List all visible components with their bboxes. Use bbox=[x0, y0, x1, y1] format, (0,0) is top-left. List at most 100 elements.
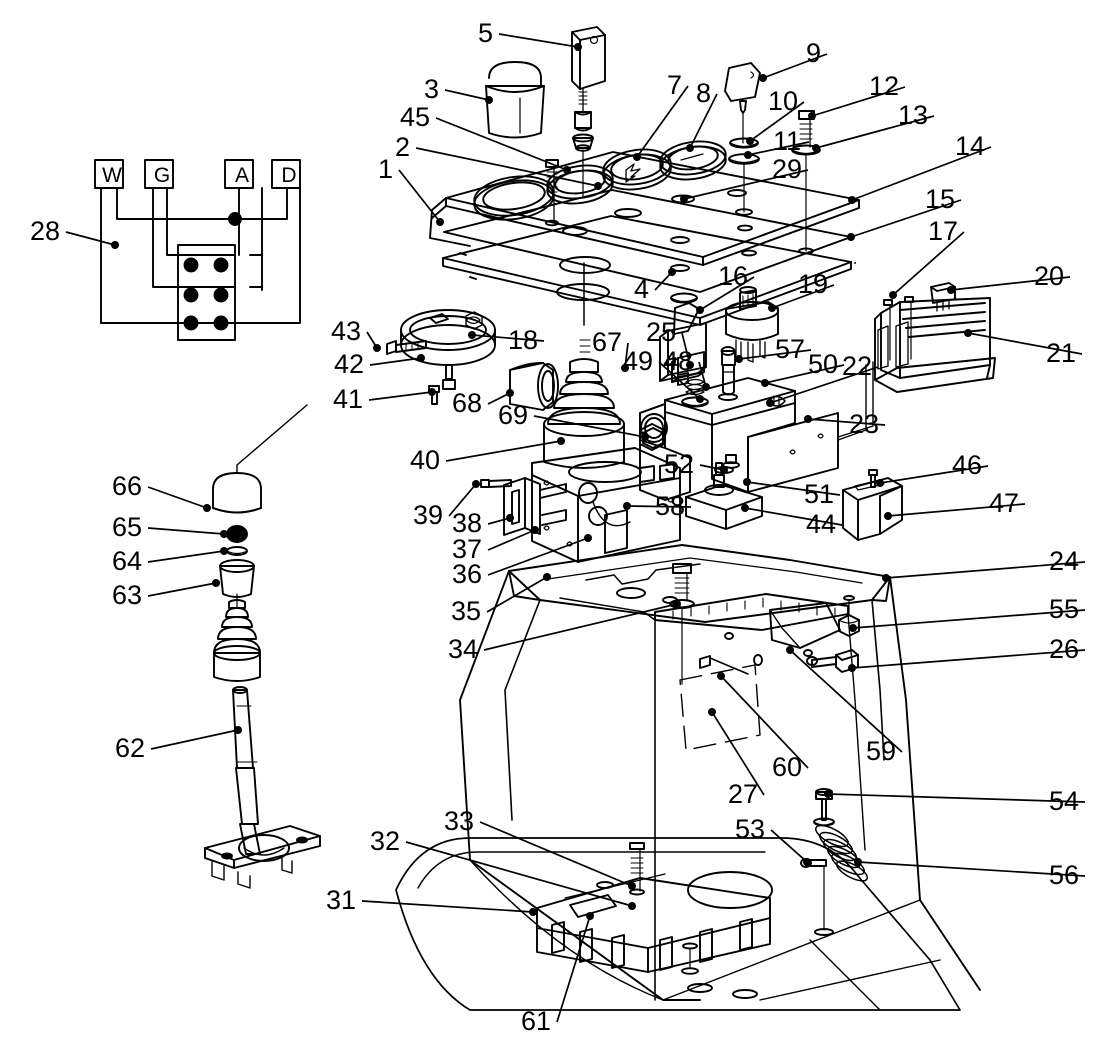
leader-dot-1 bbox=[436, 218, 444, 226]
leader-line-52 bbox=[699, 464, 725, 471]
side-bracket-38 bbox=[480, 477, 567, 536]
leader-dot-36 bbox=[584, 534, 592, 542]
callout-number-16: 16 bbox=[718, 261, 748, 291]
leader-line-57 bbox=[738, 349, 812, 360]
callout-number-54: 54 bbox=[1049, 786, 1079, 816]
callout-number-3: 3 bbox=[424, 74, 439, 104]
callout-number-4: 4 bbox=[634, 274, 649, 304]
callout-number-52: 52 bbox=[664, 449, 694, 479]
leader-dot-3 bbox=[485, 96, 493, 104]
leader-line-24 bbox=[885, 561, 1086, 579]
leader-dot-20 bbox=[947, 286, 955, 294]
callout-number-47: 47 bbox=[989, 488, 1019, 518]
leader-line-35 bbox=[486, 576, 548, 613]
leader-line-28 bbox=[65, 231, 116, 246]
leader-line-11 bbox=[747, 141, 810, 156]
leader-line-56 bbox=[857, 861, 1086, 877]
washer-10 bbox=[729, 137, 759, 149]
callout-number-58: 58 bbox=[655, 491, 685, 521]
callout-number-44: 44 bbox=[806, 509, 836, 539]
leader-line-69 bbox=[533, 415, 646, 438]
leader-dot-48 bbox=[702, 383, 710, 391]
callout-number-42: 42 bbox=[334, 349, 364, 379]
callout-number-20: 20 bbox=[1034, 261, 1064, 291]
leader-line-59 bbox=[789, 649, 903, 753]
callout-number-39: 39 bbox=[413, 500, 443, 530]
leader-line-49 bbox=[658, 361, 701, 400]
leader-dot-31 bbox=[529, 908, 537, 916]
leader-dot-61 bbox=[586, 912, 594, 920]
callout-number-61: 61 bbox=[521, 1006, 551, 1036]
leader-line-9 bbox=[762, 53, 828, 79]
leader-line-48 bbox=[698, 361, 707, 388]
leader-line-64 bbox=[147, 550, 225, 563]
callout-number-67: 67 bbox=[592, 327, 622, 357]
leader-dot-29 bbox=[680, 195, 688, 203]
leader-dot-63 bbox=[212, 579, 220, 587]
leader-line-13 bbox=[815, 115, 935, 149]
leader-line-25 bbox=[681, 332, 691, 366]
callout-number-33: 33 bbox=[444, 806, 474, 836]
key-switch-key-9 bbox=[724, 62, 761, 144]
callout-number-32: 32 bbox=[370, 826, 400, 856]
callout-number-5: 5 bbox=[478, 18, 493, 48]
leader-line-17 bbox=[892, 231, 965, 296]
leader-line-67 bbox=[624, 342, 629, 369]
callout-number-24: 24 bbox=[1049, 546, 1079, 576]
leader-dot-22 bbox=[766, 399, 774, 407]
switch-lever-5 bbox=[571, 26, 606, 197]
callout-number-34: 34 bbox=[448, 634, 478, 664]
leader-line-31 bbox=[361, 900, 534, 913]
shift-lever-assembly-left bbox=[204, 404, 321, 889]
leader-line-32 bbox=[405, 841, 633, 907]
leader-dot-38 bbox=[506, 514, 514, 522]
leader-line-2 bbox=[415, 147, 599, 187]
wiring-schematic bbox=[94, 159, 301, 341]
callout-number-46: 46 bbox=[952, 450, 982, 480]
leader-line-8 bbox=[689, 93, 718, 149]
leader-line-68 bbox=[487, 392, 511, 405]
leader-line-15 bbox=[850, 199, 962, 238]
leader-dot-27 bbox=[708, 708, 716, 716]
leader-line-58 bbox=[626, 505, 692, 508]
console-shell-24 bbox=[459, 544, 981, 1001]
callout-number-11: 11 bbox=[773, 126, 801, 156]
leader-dot-2 bbox=[594, 182, 602, 190]
callout-number-51: 51 bbox=[804, 479, 834, 509]
relay-bracket-plate-50 bbox=[639, 361, 874, 501]
callout-number-56: 56 bbox=[1049, 860, 1079, 890]
leader-line-46 bbox=[879, 465, 989, 484]
leader-line-22 bbox=[769, 366, 879, 404]
leader-dot-47 bbox=[884, 512, 892, 520]
bushing-68 bbox=[509, 361, 559, 411]
leader-dot-16 bbox=[696, 306, 704, 314]
callout-number-8: 8 bbox=[696, 78, 711, 108]
callout-number-43: 43 bbox=[331, 316, 361, 346]
leader-dot-42 bbox=[417, 354, 425, 362]
leader-dot-45 bbox=[563, 166, 571, 174]
leader-line-21 bbox=[967, 332, 1083, 355]
leader-line-29 bbox=[683, 169, 809, 200]
leader-dot-69 bbox=[641, 433, 649, 441]
leader-dot-60 bbox=[717, 672, 725, 680]
leader-line-42 bbox=[369, 357, 422, 366]
leader-line-27 bbox=[711, 711, 765, 796]
leader-dot-53 bbox=[803, 858, 811, 866]
leader-dot-49 bbox=[696, 395, 704, 403]
leader-line-33 bbox=[479, 821, 633, 887]
leader-dot-55 bbox=[849, 624, 857, 632]
wiring-terminal-A: A bbox=[235, 164, 249, 187]
callout-number-12: 12 bbox=[869, 71, 899, 101]
leader-dot-25 bbox=[686, 361, 694, 369]
callout-number-66: 66 bbox=[112, 471, 142, 501]
ignition-switch-19 bbox=[725, 286, 779, 363]
leader-dot-24 bbox=[882, 574, 890, 582]
leader-dot-21 bbox=[964, 329, 972, 337]
callout-number-19: 19 bbox=[798, 269, 828, 299]
leader-line-14 bbox=[851, 146, 992, 201]
callout-number-45: 45 bbox=[400, 102, 430, 132]
callout-number-62: 62 bbox=[115, 733, 145, 763]
leader-dot-56 bbox=[854, 858, 862, 866]
callout-number-57: 57 bbox=[775, 334, 805, 364]
